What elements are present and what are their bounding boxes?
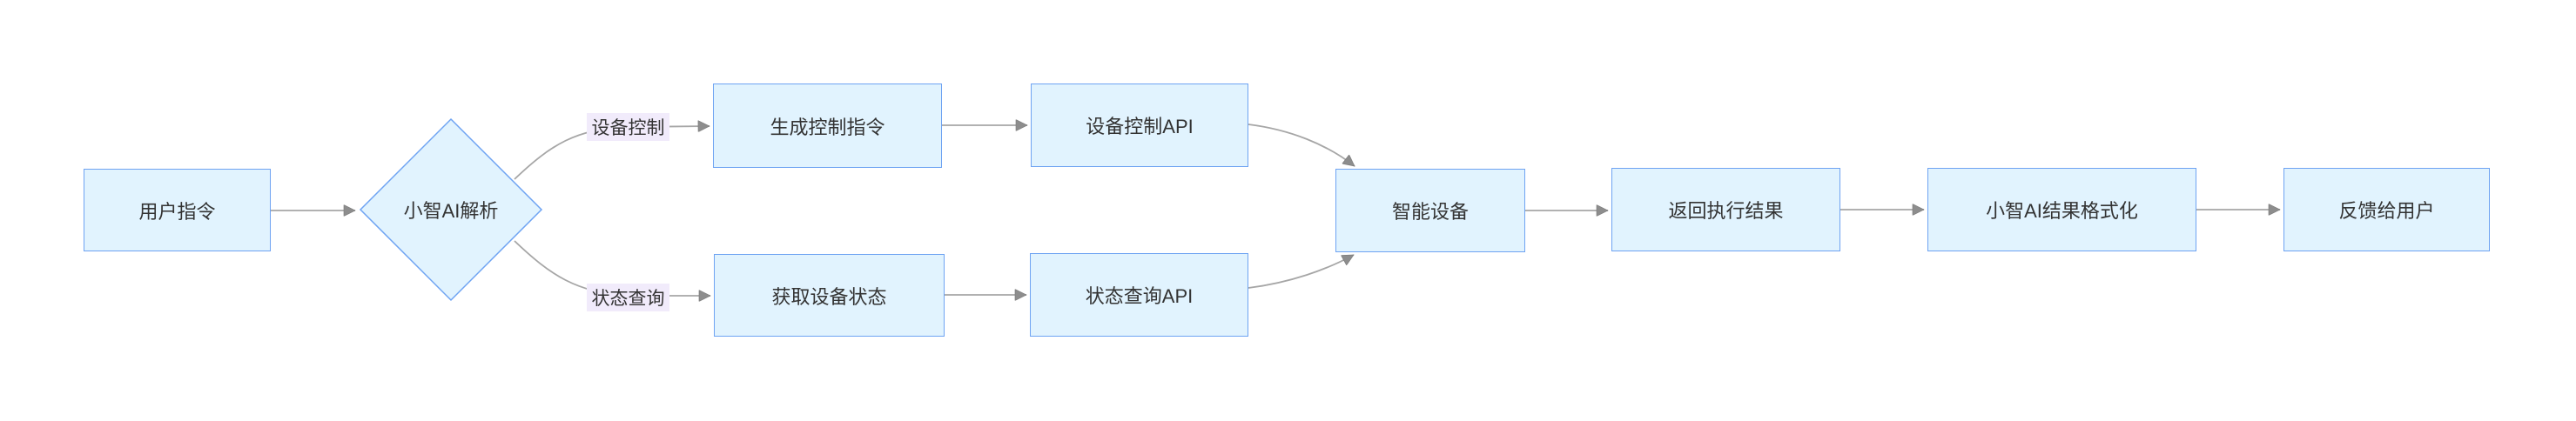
edge-status-query-api-to-smart-device [1248, 254, 1354, 289]
node-device-control-api: 设备控制API [1031, 84, 1248, 167]
edge-label-device-control: 设备控制 [587, 113, 669, 141]
node-get-device-status: 获取设备状态 [714, 254, 945, 337]
node-smart-device: 智能设备 [1335, 169, 1525, 252]
edge-device-control-api-to-smart-device [1248, 124, 1355, 167]
node-feedback-user: 反馈给用户 [2283, 168, 2490, 251]
node-feedback-user-label: 反馈给用户 [2338, 200, 2435, 222]
node-generate-control-label: 生成控制指令 [770, 116, 885, 138]
node-status-query-api: 状态查询API [1030, 253, 1248, 337]
node-get-device-status-label: 获取设备状态 [771, 285, 887, 308]
node-xiaozhi-format: 小智AI结果格式化 [1927, 168, 2196, 251]
node-return-result-label: 返回执行结果 [1668, 200, 1784, 222]
edge-label-status-query: 状态查询 [587, 284, 669, 311]
node-smart-device-label: 智能设备 [1391, 201, 1469, 223]
node-return-result: 返回执行结果 [1611, 168, 1840, 251]
node-ai-parse-decision: 小智AI解析 [359, 117, 543, 302]
node-xiaozhi-format-label: 小智AI结果格式化 [1986, 200, 2138, 222]
node-generate-control: 生成控制指令 [713, 84, 942, 168]
node-status-query-api-label: 状态查询API [1085, 285, 1194, 307]
diamond-shape [359, 117, 543, 302]
node-user-command: 用户指令 [84, 169, 271, 251]
node-device-control-api-label: 设备控制API [1086, 116, 1194, 137]
node-ai-parse-label: 小智AI解析 [403, 200, 499, 222]
node-user-command-label: 用户指令 [138, 200, 216, 223]
